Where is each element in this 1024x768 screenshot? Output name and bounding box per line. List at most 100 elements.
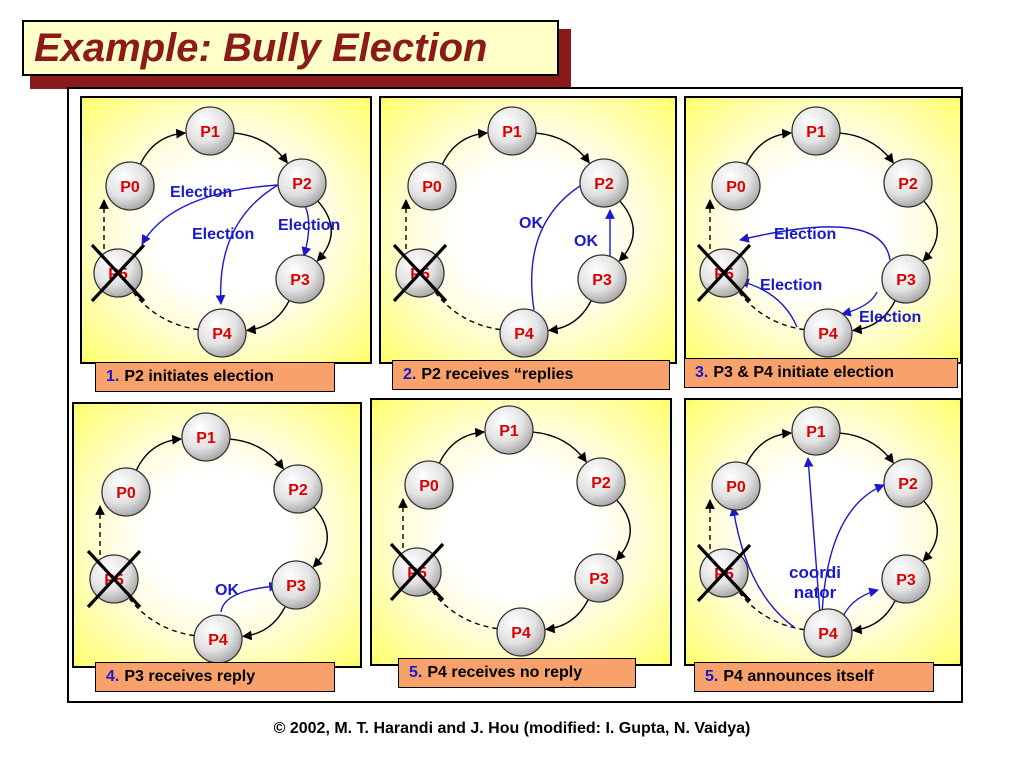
message-label: Election	[170, 184, 232, 201]
election-step-panel-4: P0P1P2P3P4P5OK	[72, 402, 362, 668]
process-node-p4: P4	[803, 308, 853, 358]
process-node-p0: P0	[711, 461, 761, 511]
process-label: P2	[288, 482, 308, 499]
election-step-panel-2: P0P1P2P3P4P5OKOK	[379, 96, 677, 364]
ring-arrow-p3-p4	[851, 600, 896, 635]
ring-arrow-p0-p1	[438, 427, 486, 464]
crashed-cross-icon	[696, 243, 752, 303]
ring-dashed-p4-p5	[738, 292, 805, 331]
process-node-p0: P0	[101, 467, 151, 517]
ring-dashed-p4-p5	[431, 591, 498, 630]
process-label: P3	[896, 272, 916, 289]
crashed-cross-icon	[86, 549, 142, 609]
message-arrow-p4-p2	[530, 179, 591, 311]
step-caption-5: 5.P4 receives no reply	[398, 658, 636, 688]
process-node-p1: P1	[484, 405, 534, 455]
step-number: 3.	[695, 364, 709, 381]
ring-arrow-p1-p2	[532, 431, 587, 463]
ring-arrow-p2-p3	[618, 200, 634, 262]
process-label: P4	[212, 326, 232, 343]
step-description: P2 receives “replies	[421, 366, 574, 383]
process-label: P3	[592, 272, 612, 289]
process-node-p0: P0	[404, 460, 454, 510]
process-label: P1	[499, 423, 519, 440]
ring-arrow-p1-p2	[535, 132, 590, 164]
process-label: P0	[120, 179, 140, 196]
election-step-panel-1: P0P1P2P3P4P5ElectionElectionElection	[80, 96, 372, 364]
ring-arrow-p3-p4	[245, 300, 290, 335]
process-label: P2	[898, 476, 918, 493]
process-label: P4	[208, 632, 228, 649]
outer-frame	[67, 87, 963, 703]
crashed-cross-icon	[696, 543, 752, 603]
process-node-p3: P3	[275, 254, 325, 304]
process-node-p3: P3	[881, 254, 931, 304]
process-node-p2: P2	[579, 158, 629, 208]
crashed-cross-icon	[392, 243, 448, 303]
process-node-p3: P3	[271, 560, 321, 610]
election-step-panel-6: P0P1P2P3P4P5coordinator	[684, 398, 962, 666]
process-label: P1	[196, 430, 216, 447]
process-label: P1	[502, 124, 522, 141]
process-label: P4	[511, 625, 531, 642]
ring-arrow-p0-p1	[745, 128, 793, 165]
ring-diagram: P0P1P2P3P4P5ElectionElectionElection	[90, 106, 340, 358]
ring-arrow-p2-p3	[922, 200, 938, 262]
ring-arrow-p1-p2	[229, 438, 284, 470]
ring-arrow-p0-p1	[135, 434, 183, 471]
step-description: P4 announces itself	[723, 668, 874, 685]
process-label: P2	[594, 176, 614, 193]
step-number: 5.	[409, 664, 423, 681]
process-label: P4	[818, 326, 838, 343]
process-label: P3	[286, 578, 306, 595]
step-caption-2: 2.P2 receives “replies	[392, 360, 670, 390]
process-label: P2	[898, 176, 918, 193]
process-label: P0	[726, 479, 746, 496]
ring-diagram: P0P1P2P3P4P5ElectionElectionElection	[696, 106, 938, 358]
message-label: Election	[192, 226, 254, 243]
message-arrow-p2-p5	[141, 184, 279, 245]
ring-arrow-p2-p3	[615, 499, 631, 561]
process-label: P3	[896, 572, 916, 589]
step-description: P3 receives reply	[124, 668, 256, 685]
message-label: OK	[215, 582, 239, 599]
process-label: P0	[422, 179, 442, 196]
process-node-p4: P4	[496, 607, 546, 657]
message-arrow-p4-p0	[729, 506, 795, 628]
process-node-p3: P3	[574, 553, 624, 603]
copyright-footer: © 2002, M. T. Harandi and J. Hou (modifi…	[273, 720, 751, 737]
process-node-p1: P1	[185, 106, 235, 156]
process-node-p1: P1	[181, 412, 231, 462]
ring-arrow-p3-p4	[241, 606, 286, 641]
process-node-p4: P4	[499, 308, 549, 358]
step-caption-6: 5.P4 announces itself	[694, 662, 934, 692]
process-node-p2: P2	[883, 458, 933, 508]
message-arrow-p4-p1	[803, 457, 821, 615]
process-node-p4: P4	[803, 608, 853, 658]
process-label: P3	[589, 571, 609, 588]
ring-arrow-p1-p2	[839, 432, 894, 464]
process-label: P4	[818, 626, 838, 643]
step-number: 5.	[705, 668, 719, 685]
process-label: P4	[514, 326, 534, 343]
process-label: P3	[290, 272, 310, 289]
ring-arrow-p0-p1	[139, 128, 187, 165]
ring-diagram: P0P1P2P3P4P5	[389, 405, 631, 657]
message-label: Election	[774, 226, 836, 243]
process-label: P1	[200, 124, 220, 141]
ring-diagram: P0P1P2P3P4P5OKOK	[392, 106, 634, 358]
message-label: Election	[859, 309, 921, 326]
step-caption-3: 3.P3 & P4 initiate election	[684, 358, 958, 388]
process-node-p0: P0	[105, 161, 155, 211]
process-node-p4: P4	[197, 308, 247, 358]
process-node-p1: P1	[791, 406, 841, 456]
ring-arrow-p3-p4	[851, 300, 896, 335]
step-description: P2 initiates election	[124, 368, 274, 385]
message-arrow-p2-p4	[215, 184, 279, 305]
ring-arrow-p2-p3	[312, 506, 328, 568]
process-node-p2: P2	[883, 158, 933, 208]
process-label: P1	[806, 124, 826, 141]
ring-diagram: P0P1P2P3P4P5OK	[86, 412, 328, 664]
ring-dashed-p4-p5	[128, 598, 195, 637]
